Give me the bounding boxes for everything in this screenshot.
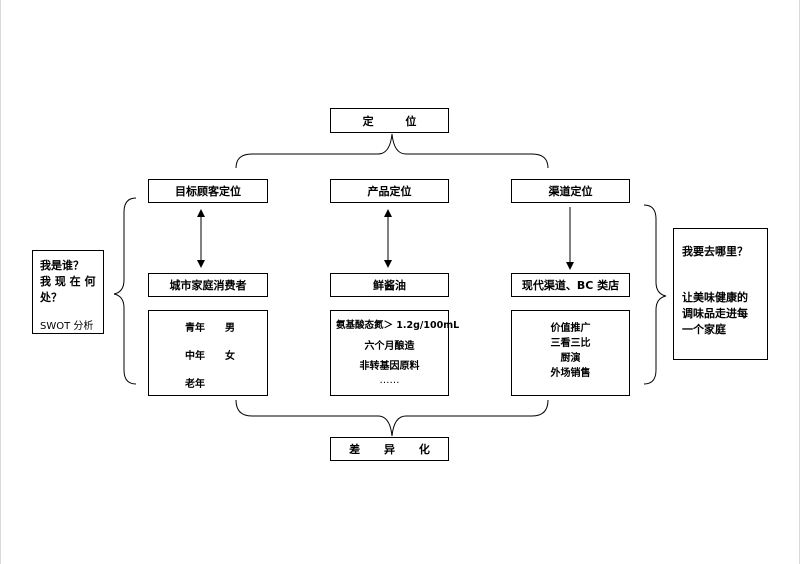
detail-line: 非转基因原料 [359, 361, 420, 372]
detail-line: 青年 男 [185, 323, 235, 334]
left-line-3: 处？ [40, 291, 62, 304]
right-question: 我要去哪里？ [682, 245, 748, 258]
product-sub: 鲜酱油 [330, 273, 449, 297]
channel-header: 渠道定位 [511, 179, 630, 203]
detail-line: 六个月酿造 [364, 341, 415, 352]
product-header: 产品定位 [330, 179, 449, 203]
right-line-1: 让美味健康的 [682, 291, 748, 304]
where-to-go-box: 我要去哪里？ 让美味健康的 调味品走进每 一个家庭 [673, 228, 768, 360]
detail-line: 老年 [185, 379, 205, 390]
detail-line: 三看三比 [550, 338, 591, 349]
detail-line: 外场销售 [550, 368, 591, 379]
right-line-2: 调味品走进每 [682, 307, 748, 320]
channel-sub: 现代渠道、BC 类店 [511, 273, 630, 297]
detail-line: 中年 女 [185, 351, 235, 362]
left-line-2: 我 现 在 何 [40, 275, 96, 288]
right-line-3: 一个家庭 [682, 323, 726, 336]
target-customer-header: 目标顾客定位 [148, 179, 268, 203]
swot-label: SWOT 分析 [40, 321, 94, 332]
positioning-box: 定 位 [330, 108, 449, 133]
detail-line: …… [379, 375, 400, 386]
page-edge-left [0, 0, 1, 564]
who-am-i-box: 我是谁？ 我 现 在 何 处？ SWOT 分析 [32, 250, 104, 334]
top-brace [235, 133, 549, 169]
target-customer-sub: 城市家庭消费者 [148, 273, 268, 297]
left-brace [113, 197, 137, 385]
product-details: 氨基酸态氮＞ 1.2g/100mL 六个月酿造 非转基因原料 …… [330, 310, 459, 396]
detail-line: 厨演 [560, 353, 581, 364]
channel-details: 价值推广 三看三比 厨演 外场销售 [511, 310, 630, 396]
detail-line: 价值推广 [550, 323, 591, 334]
left-line-1: 我是谁？ [40, 259, 84, 272]
target-customer-details: 青年 男 中年 女 老年 [148, 310, 268, 396]
right-brace [643, 204, 667, 385]
bottom-brace [235, 399, 549, 437]
detail-line: 氨基酸态氮＞ 1.2g/100mL [336, 320, 460, 331]
differentiation-box: 差 异 化 [330, 437, 449, 461]
